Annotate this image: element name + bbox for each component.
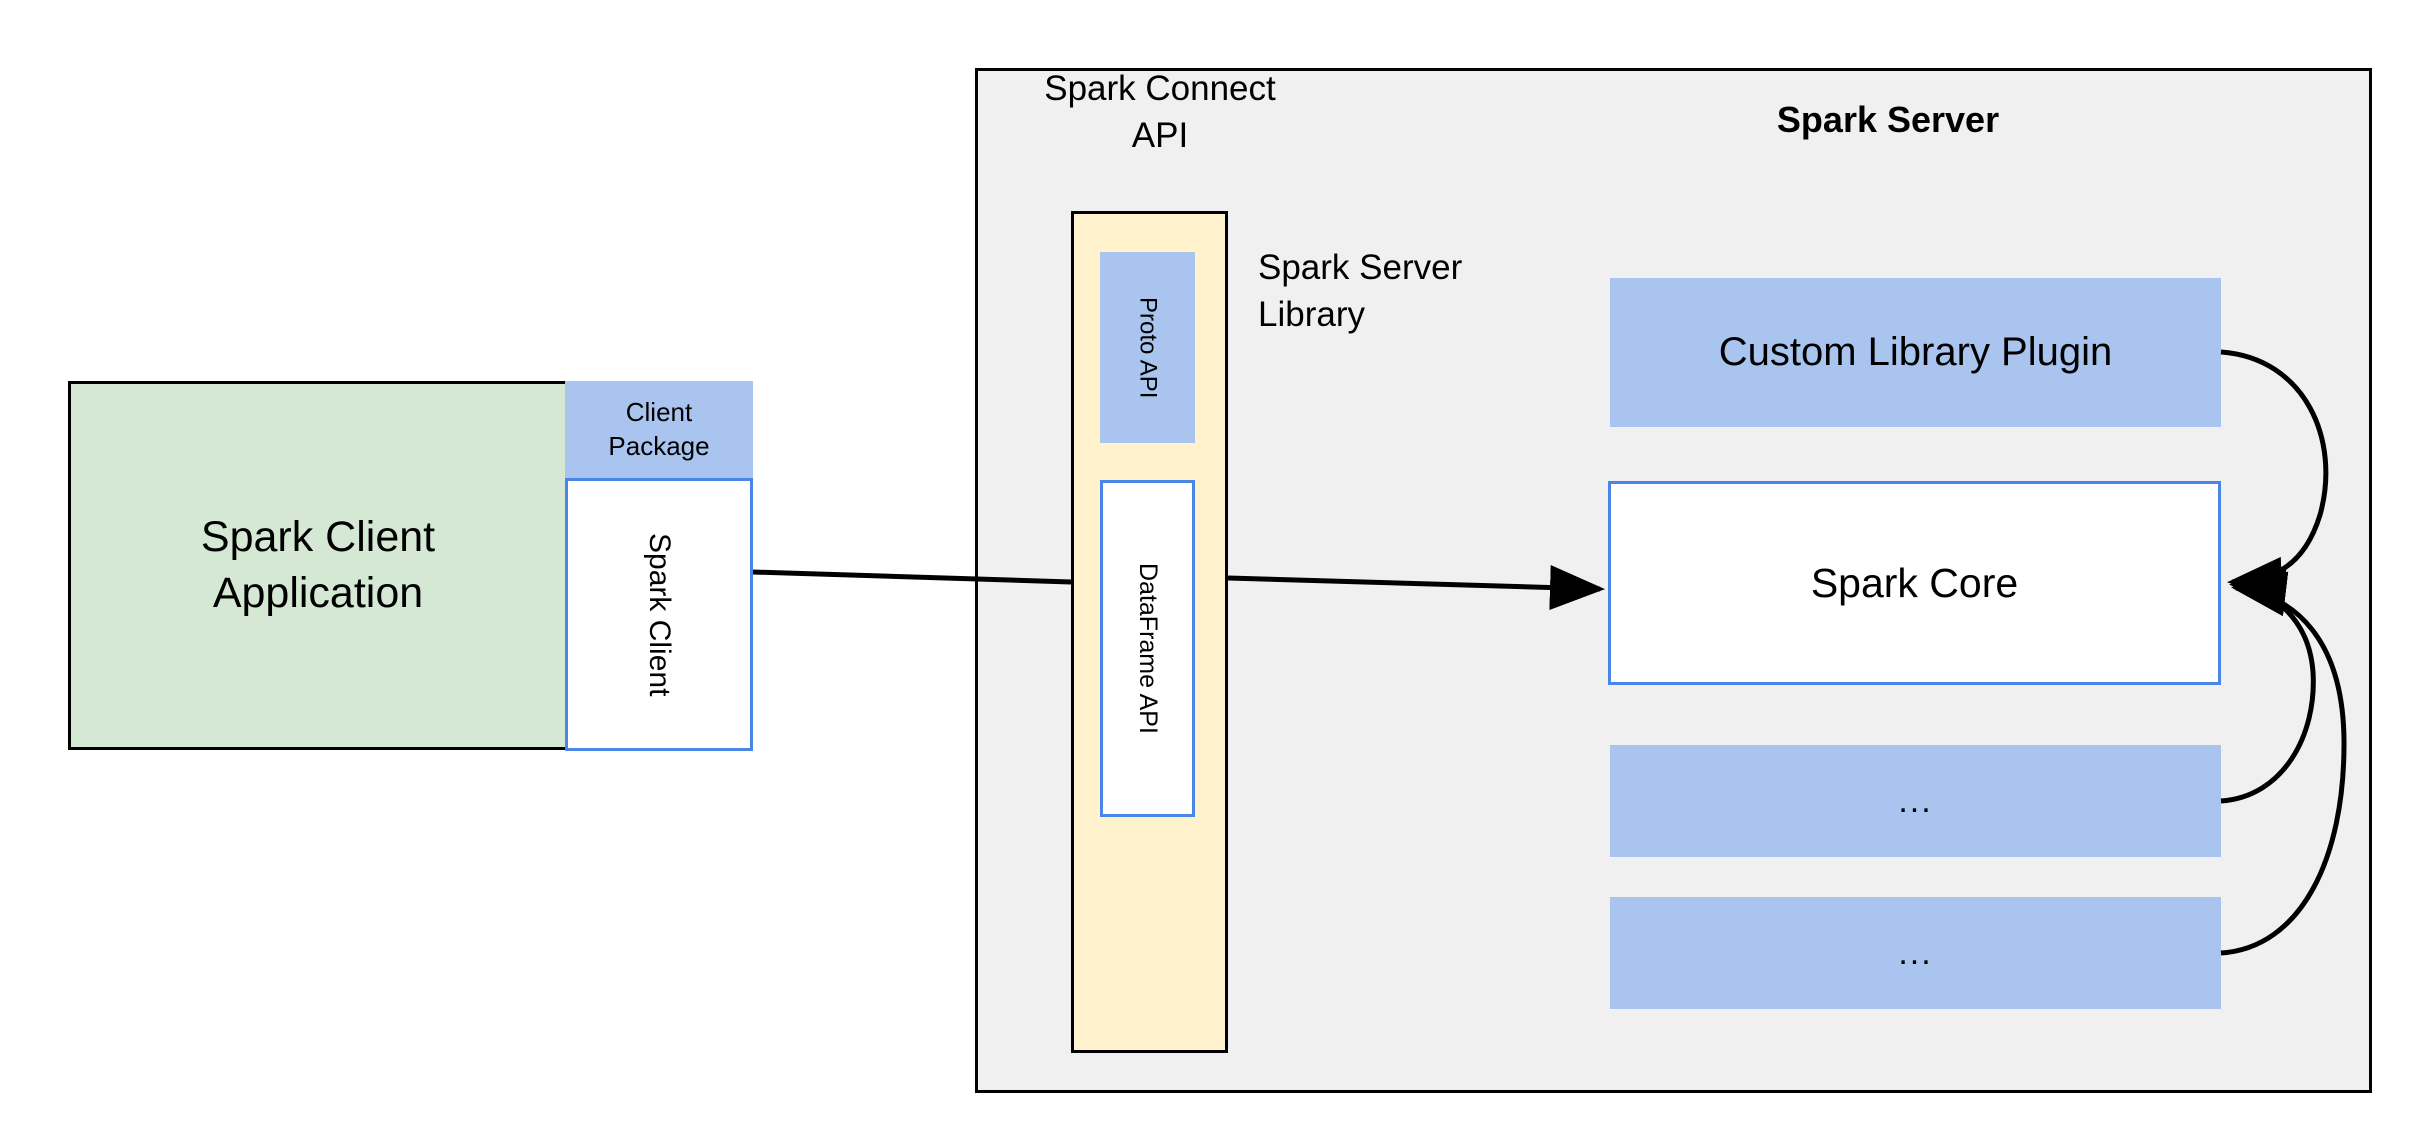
ellipsis-label-2: ... <box>1898 933 1933 972</box>
spark-server-title: Spark Server <box>1776 99 2000 140</box>
spark-core-label: Spark Core <box>1810 559 2019 606</box>
proto-api-box: Proto API <box>1100 252 1195 443</box>
dataframe-api-label: DataFrame API <box>1134 563 1162 734</box>
ellipsis-label-1: ... <box>1898 781 1933 820</box>
spark-connect-api-label: Spark Connect API <box>1044 69 1276 155</box>
spark-server-library-label: Spark Server Library <box>1258 248 1463 334</box>
spark-core-box: Spark Core <box>1608 481 2221 685</box>
dataframe-api-box: DataFrame API <box>1100 480 1195 817</box>
custom-library-plugin-box: Custom Library Plugin <box>1610 278 2221 427</box>
spark-client-application-box: Spark Client Application <box>68 381 568 750</box>
custom-library-plugin-label: Custom Library Plugin <box>1718 330 2113 374</box>
ellipsis-box-1: ... <box>1610 745 2221 857</box>
spark-client-box: Spark Client <box>565 478 753 751</box>
proto-api-label: Proto API <box>1134 296 1162 399</box>
client-package-label: Client Package <box>608 397 710 461</box>
client-package-box: Client Package <box>565 381 753 478</box>
spark-client-application-label: Spark Client Application <box>200 513 436 617</box>
ellipsis-box-2: ... <box>1610 897 2221 1009</box>
spark-client-label: Spark Client <box>643 532 676 697</box>
